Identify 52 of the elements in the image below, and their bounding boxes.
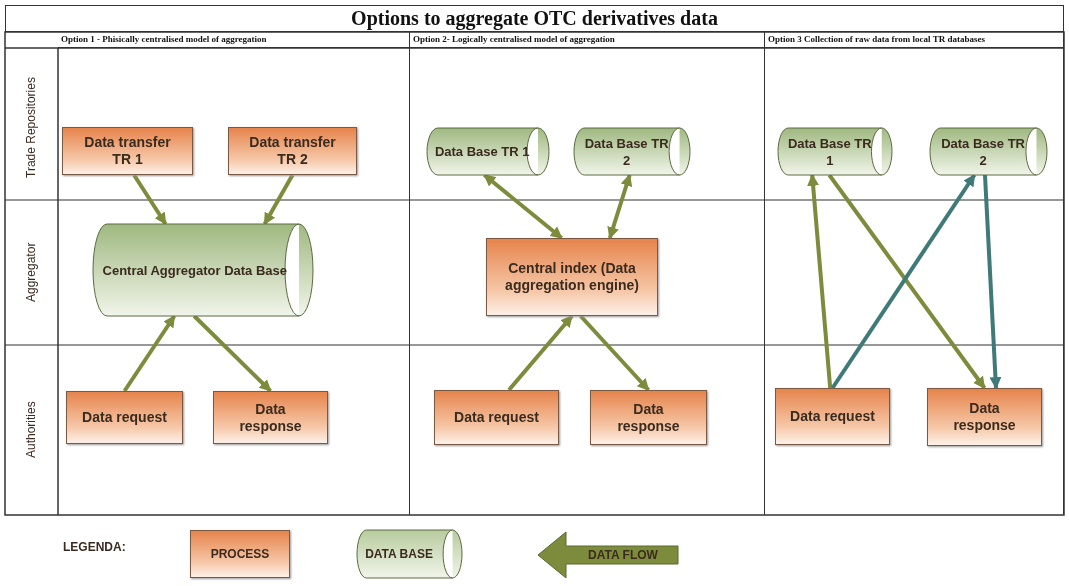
node-text: Data transfer TR 2 (248, 134, 337, 168)
node-text: Data response (238, 400, 303, 435)
arrow (507, 314, 574, 392)
node-text: Data Base TR 1 (786, 134, 873, 169)
arrow (122, 314, 177, 393)
legend-heading: LEGENDA: (63, 540, 127, 556)
node-text: Central index (Data aggregation engine) (504, 260, 640, 294)
node-text: Data Base TR 1 (434, 143, 530, 160)
process-box (590, 390, 707, 445)
node-text: Data request (82, 409, 167, 426)
column-header: Option 2- Logically centralised model of aggregation (413, 34, 615, 44)
column-header: Option 1 - Phisically centralised model of aggregation (61, 34, 267, 44)
lane-label: Authorities (23, 400, 39, 461)
column-header: Option 3 Collection of raw data from local TR databases (768, 34, 985, 44)
node-text: Data transfer TR 1 (83, 134, 172, 168)
process-box (213, 391, 328, 444)
database-cylinder (93, 224, 313, 316)
arrow (132, 173, 168, 226)
process-box (434, 390, 559, 445)
lane-label: Aggregator (23, 241, 39, 305)
arrow (807, 173, 833, 389)
database-cylinder (427, 128, 549, 175)
node-text: Data request (790, 408, 875, 425)
database-cylinder (930, 128, 1047, 175)
swimlane-column (410, 32, 765, 515)
swimlane-column (765, 32, 1064, 515)
node-text: Data Base TR 2 (940, 134, 1026, 169)
diagram-title: Options to aggregate OTC derivatives data (5, 5, 1064, 32)
process-box (228, 127, 357, 175)
arrow (607, 173, 633, 240)
process-box (486, 238, 658, 316)
swimlane-column (58, 32, 410, 515)
arrow (192, 314, 272, 393)
process-box (66, 391, 183, 444)
node-text: Data response (616, 400, 681, 435)
database-cylinder (574, 128, 690, 175)
node-text: Data Base TR 2 (583, 134, 670, 169)
arrow (262, 174, 295, 226)
arrow (579, 314, 650, 392)
arrow (483, 173, 563, 240)
legend-text: PROCESS (210, 545, 270, 563)
process-box (62, 127, 193, 175)
process-box (927, 388, 1042, 446)
node-text: Data response (952, 400, 1017, 434)
process-box (775, 388, 890, 445)
arrow (983, 174, 1002, 390)
node-text: Central Aggregator Data Base (102, 261, 288, 279)
node-text: Data request (454, 409, 539, 426)
legend-text: DATA BASE (365, 545, 433, 563)
legend-text: DATA FLOW (588, 546, 658, 564)
lane-label: Trade Repositories (23, 76, 39, 181)
database-cylinder (778, 128, 892, 175)
